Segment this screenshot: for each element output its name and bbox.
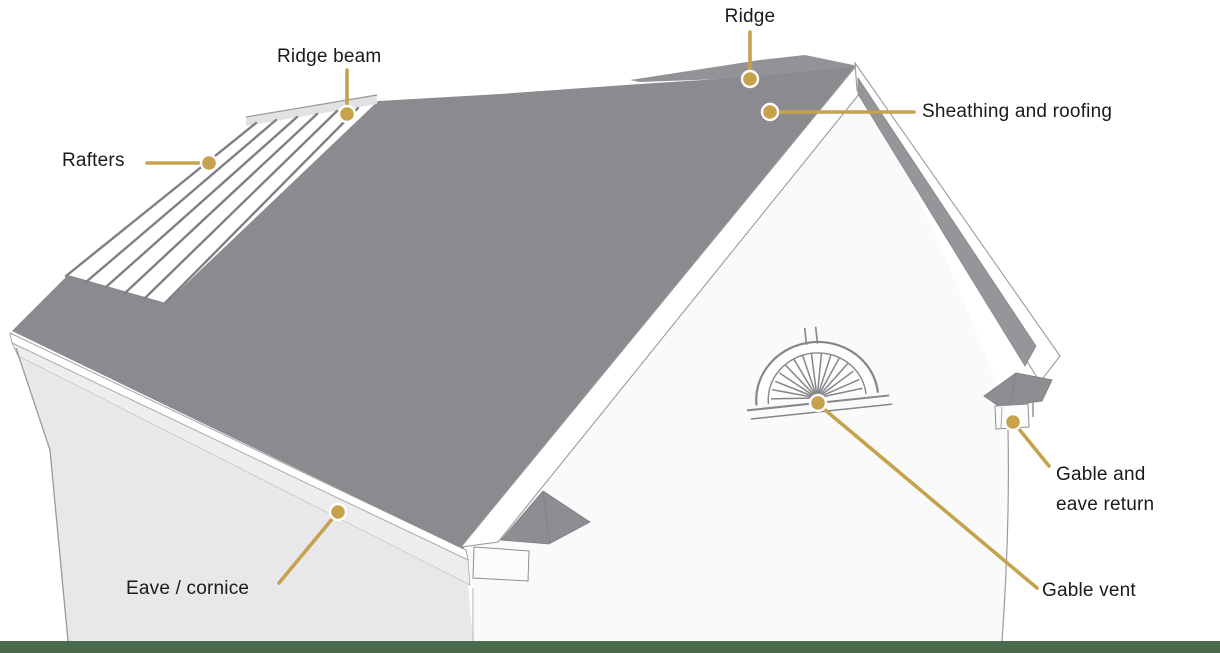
side-wall-corner-edge (15, 347, 69, 642)
footer-bar (0, 641, 1220, 653)
label-gable-return-line1: Gable and (1056, 464, 1146, 485)
sheathing-band (857, 76, 1037, 367)
far-roof-slope (630, 55, 858, 82)
sheathing-callout (760, 102, 916, 122)
eave-cornice-band (9, 332, 471, 586)
label-sheathing: Sheathing and roofing (922, 101, 1113, 122)
label-rafters: Rafters (62, 150, 125, 171)
rafters-callout (145, 153, 219, 173)
label-gable-return: Gable and eave return (1056, 460, 1154, 520)
label-ridge: Ridge (724, 6, 776, 27)
eave-return-left (472, 490, 591, 582)
gable-wall (467, 74, 1008, 641)
gable-right-corner-edge (1001, 428, 1009, 642)
gable-return-callout (1003, 412, 1051, 468)
callouts (145, 30, 1051, 590)
ridge-callout (740, 30, 760, 89)
rafters (64, 106, 360, 305)
label-eave-cornice: Eave / cornice (126, 578, 250, 599)
gable-vent (746, 326, 893, 420)
eave-cornice-callout (277, 502, 348, 585)
ridge-beam-callout (337, 68, 357, 124)
side-wall (18, 356, 473, 641)
label-ridge-beam: Ridge beam (277, 46, 382, 67)
main-roof-plane (12, 67, 858, 549)
label-gable-return-line2: eave return (1056, 494, 1155, 515)
ridge-beam-band (245, 94, 378, 126)
gable-vent-callout (808, 393, 1039, 590)
label-gable-vent: Gable vent (1042, 580, 1136, 601)
